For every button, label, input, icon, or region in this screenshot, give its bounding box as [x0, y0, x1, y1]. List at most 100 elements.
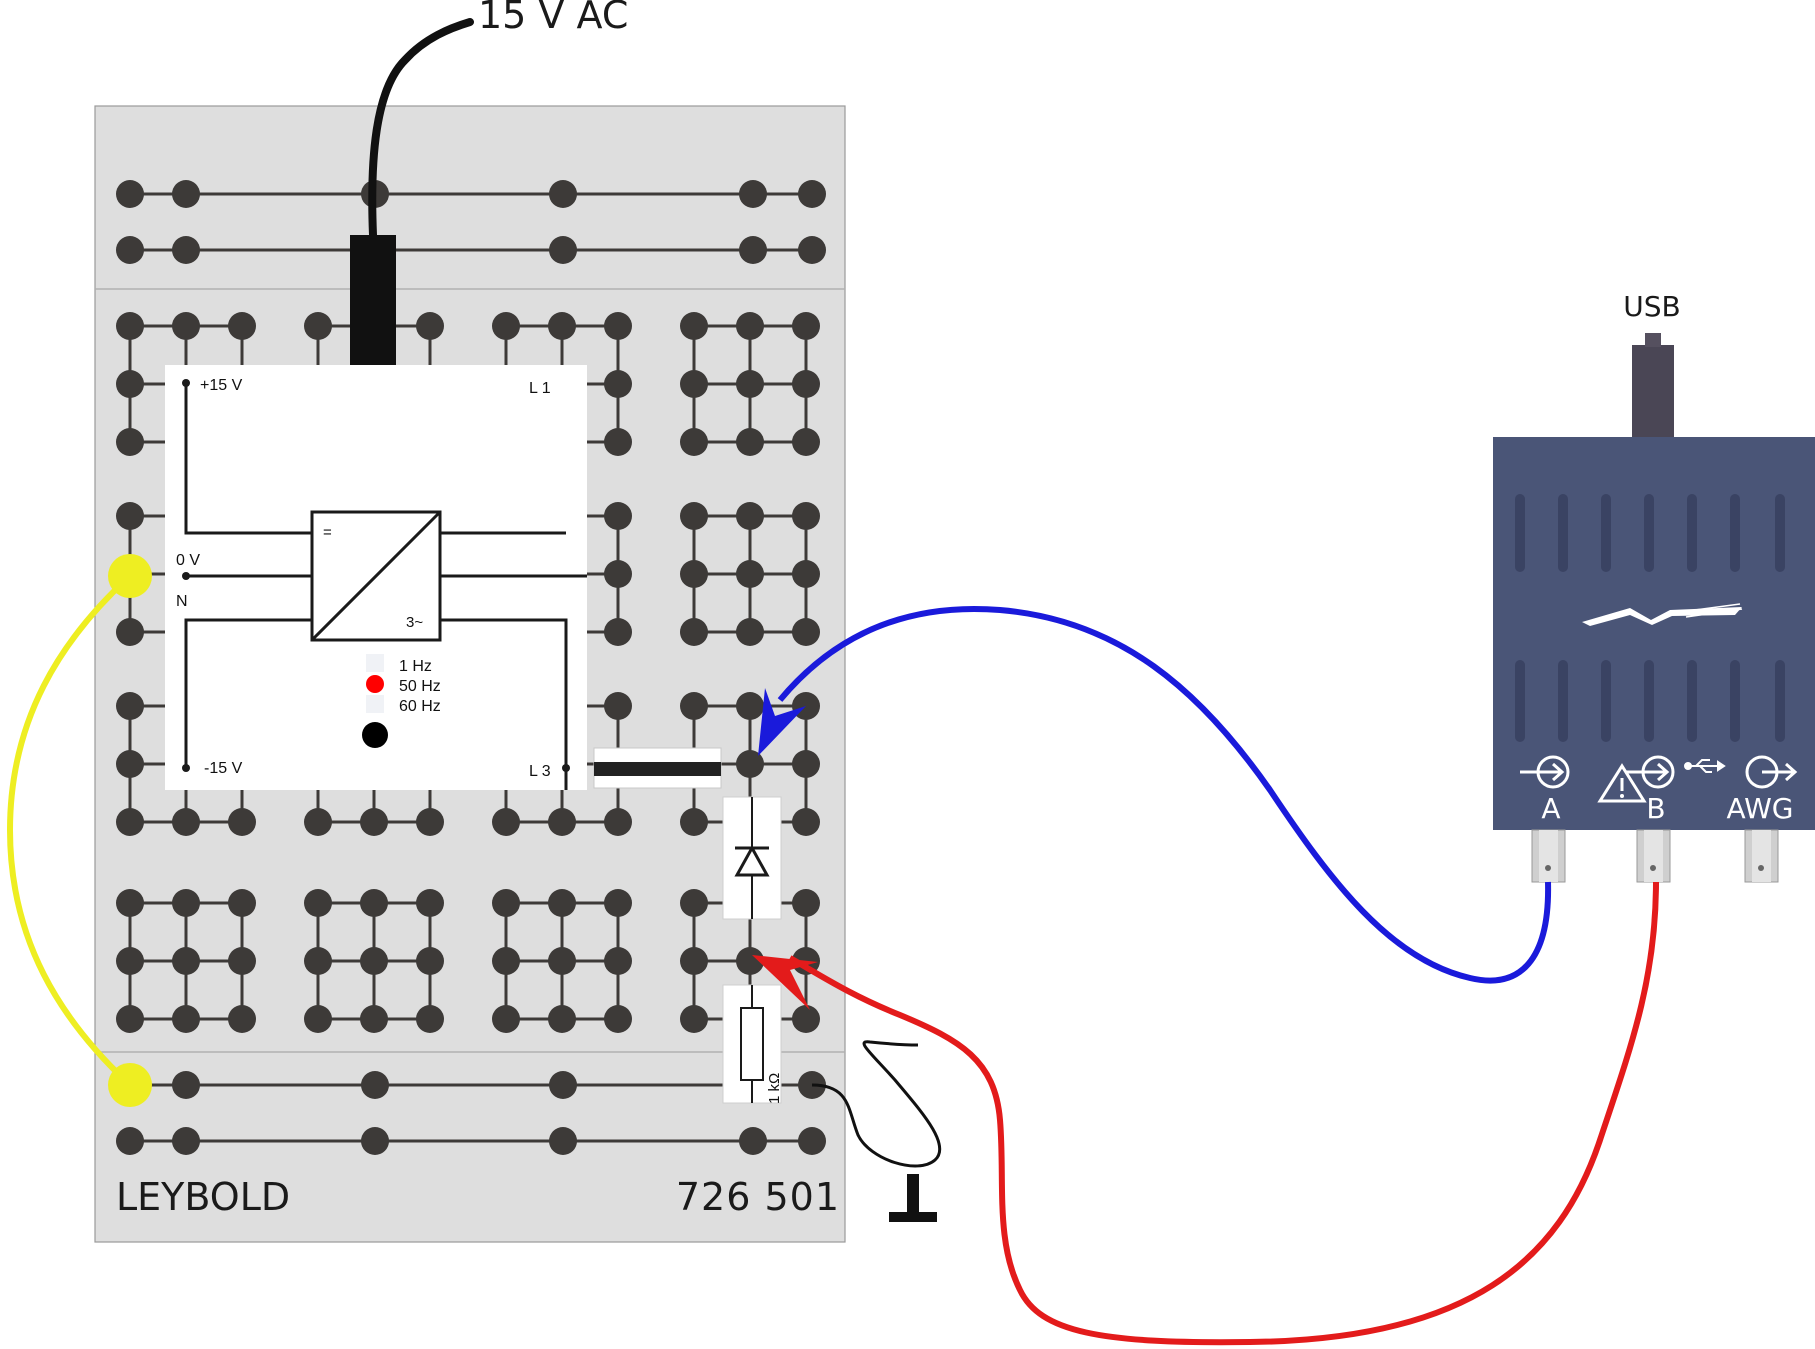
socket[interactable]: [604, 370, 632, 398]
socket[interactable]: [304, 312, 332, 340]
socket[interactable]: [172, 808, 200, 836]
socket[interactable]: [172, 1071, 200, 1099]
socket[interactable]: [360, 808, 388, 836]
socket[interactable]: [548, 1005, 576, 1033]
socket[interactable]: [116, 947, 144, 975]
socket[interactable]: [680, 808, 708, 836]
socket[interactable]: [304, 889, 332, 917]
socket[interactable]: [116, 692, 144, 720]
socket[interactable]: [416, 1005, 444, 1033]
socket[interactable]: [604, 560, 632, 588]
socket[interactable]: [792, 428, 820, 456]
yellow-plug-top[interactable]: [108, 554, 152, 598]
socket[interactable]: [548, 808, 576, 836]
socket[interactable]: [116, 750, 144, 778]
socket[interactable]: [492, 947, 520, 975]
socket[interactable]: [416, 947, 444, 975]
socket[interactable]: [736, 312, 764, 340]
socket[interactable]: [304, 947, 332, 975]
socket[interactable]: [360, 947, 388, 975]
socket[interactable]: [604, 947, 632, 975]
socket[interactable]: [792, 560, 820, 588]
socket[interactable]: [416, 808, 444, 836]
socket[interactable]: [798, 180, 826, 208]
socket[interactable]: [172, 312, 200, 340]
socket[interactable]: [680, 428, 708, 456]
socket[interactable]: [361, 1127, 389, 1155]
socket[interactable]: [549, 180, 577, 208]
socket[interactable]: [736, 560, 764, 588]
socket[interactable]: [736, 947, 764, 975]
socket[interactable]: [604, 502, 632, 530]
terminal-a[interactable]: [1531, 829, 1566, 883]
socket[interactable]: [604, 428, 632, 456]
socket[interactable]: [116, 312, 144, 340]
socket[interactable]: [116, 808, 144, 836]
socket[interactable]: [739, 236, 767, 264]
socket[interactable]: [736, 370, 764, 398]
socket[interactable]: [172, 1005, 200, 1033]
socket[interactable]: [792, 1005, 820, 1033]
socket[interactable]: [736, 692, 764, 720]
socket[interactable]: [360, 889, 388, 917]
frequency-select-button[interactable]: [362, 722, 388, 748]
resistor-component[interactable]: 1 kΩ: [722, 984, 783, 1104]
socket[interactable]: [798, 1127, 826, 1155]
socket[interactable]: [492, 1005, 520, 1033]
socket[interactable]: [792, 750, 820, 778]
socket[interactable]: [172, 1127, 200, 1155]
socket[interactable]: [116, 180, 144, 208]
socket[interactable]: [792, 312, 820, 340]
socket[interactable]: [116, 370, 144, 398]
socket[interactable]: [116, 618, 144, 646]
socket[interactable]: [548, 889, 576, 917]
socket[interactable]: [798, 236, 826, 264]
socket[interactable]: [792, 502, 820, 530]
socket[interactable]: [172, 180, 200, 208]
socket[interactable]: [304, 1005, 332, 1033]
yellow-plug-bottom[interactable]: [108, 1063, 152, 1107]
socket[interactable]: [739, 180, 767, 208]
socket[interactable]: [680, 692, 708, 720]
socket[interactable]: [736, 750, 764, 778]
socket[interactable]: [549, 236, 577, 264]
socket[interactable]: [792, 618, 820, 646]
jumper-plug[interactable]: [593, 747, 722, 789]
socket[interactable]: [492, 808, 520, 836]
socket[interactable]: [116, 236, 144, 264]
socket[interactable]: [604, 889, 632, 917]
socket[interactable]: [172, 236, 200, 264]
socket[interactable]: [228, 808, 256, 836]
terminal-awg[interactable]: [1744, 829, 1779, 883]
socket[interactable]: [304, 808, 332, 836]
socket[interactable]: [680, 889, 708, 917]
socket[interactable]: [680, 312, 708, 340]
socket[interactable]: [116, 1127, 144, 1155]
socket[interactable]: [116, 1005, 144, 1033]
socket[interactable]: [416, 312, 444, 340]
socket[interactable]: [116, 889, 144, 917]
socket[interactable]: [680, 560, 708, 588]
socket[interactable]: [604, 312, 632, 340]
socket[interactable]: [680, 1005, 708, 1033]
socket[interactable]: [228, 312, 256, 340]
diode-component[interactable]: [722, 796, 782, 920]
socket[interactable]: [792, 808, 820, 836]
socket[interactable]: [680, 370, 708, 398]
socket[interactable]: [792, 889, 820, 917]
socket[interactable]: [792, 370, 820, 398]
socket[interactable]: [548, 312, 576, 340]
usb-plug[interactable]: [1632, 345, 1674, 437]
socket[interactable]: [548, 947, 576, 975]
socket[interactable]: [116, 502, 144, 530]
socket[interactable]: [549, 1071, 577, 1099]
socket[interactable]: [736, 618, 764, 646]
socket[interactable]: [228, 1005, 256, 1033]
supply-plug[interactable]: [350, 235, 396, 365]
socket[interactable]: [736, 502, 764, 530]
socket[interactable]: [360, 1005, 388, 1033]
socket[interactable]: [604, 692, 632, 720]
socket[interactable]: [492, 889, 520, 917]
socket[interactable]: [228, 947, 256, 975]
socket[interactable]: [739, 1127, 767, 1155]
